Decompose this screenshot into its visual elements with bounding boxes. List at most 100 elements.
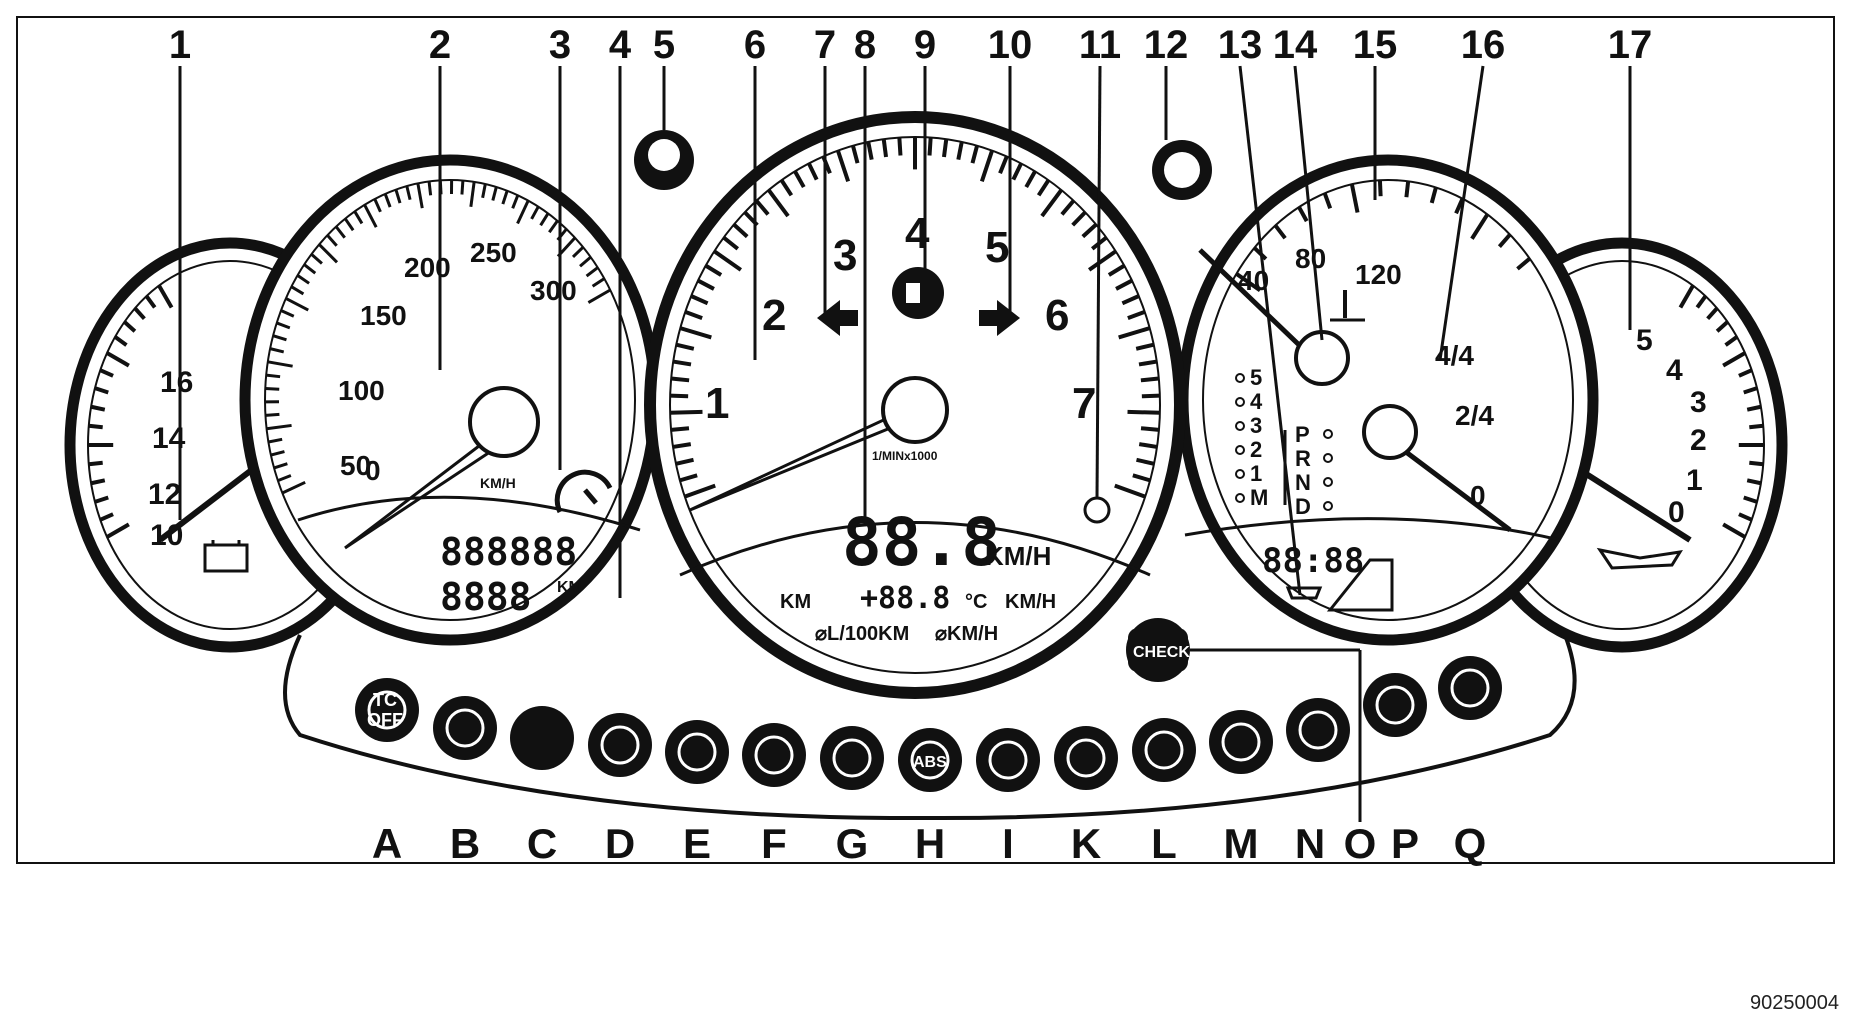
fuel-hub — [1364, 406, 1416, 458]
gauge-tick — [1139, 444, 1157, 447]
callout-M: M — [1224, 820, 1259, 867]
callout-14: 14 — [1273, 23, 1318, 67]
speed-unit: KM/H — [480, 475, 516, 491]
callout-2: 2 — [429, 23, 451, 67]
tach-tick-7: 7 — [1072, 379, 1096, 428]
callout-7: 7 — [814, 23, 836, 67]
clock-display: 88:88 — [1262, 541, 1364, 581]
warning-light-D — [588, 713, 652, 777]
figure-number: 90250004 — [1750, 992, 1839, 1015]
callout-A: A — [372, 820, 402, 867]
callout-1: 1 — [169, 23, 191, 67]
auto-position-label: P — [1295, 422, 1310, 447]
gauge-tick — [1749, 463, 1763, 464]
gauge-tick — [673, 444, 691, 447]
gauge-tick — [930, 138, 931, 156]
gauge-tick — [265, 414, 279, 415]
main-display-unit: KM/H — [985, 541, 1051, 571]
trip-display: 8888 — [440, 575, 532, 619]
tach-tick-3: 3 — [833, 231, 857, 280]
callout-E: E — [683, 820, 711, 867]
callout-N: N — [1295, 820, 1325, 867]
speed-hub — [470, 388, 538, 456]
callout-H: H — [915, 820, 945, 867]
info-speed-unit: KM/H — [1005, 591, 1056, 613]
speed-tick-50: 50 — [340, 450, 371, 481]
callout-13: 13 — [1218, 23, 1263, 67]
speedometer: 0 50 100 150 200 250 300 KM/H 888888 888… — [245, 160, 655, 640]
gauge-tick — [944, 139, 946, 157]
gauge-tick — [1380, 180, 1381, 196]
oil-tick-3: 3 — [1690, 386, 1707, 419]
abs-text: ABS — [913, 754, 947, 771]
warning-light-C — [510, 706, 574, 770]
callout-5: 5 — [653, 23, 675, 67]
gauge-tick — [671, 428, 689, 430]
auto-position-label: D — [1295, 494, 1311, 519]
warning-light-K — [1054, 726, 1118, 790]
callout-F: F — [761, 820, 787, 867]
gear-label: 5 — [1250, 365, 1262, 390]
gear-label: 4 — [1250, 389, 1263, 414]
gearshift-indicator — [1085, 498, 1109, 522]
callout-6: 6 — [744, 23, 766, 67]
info-temp-unit: °C — [965, 591, 987, 613]
tach-tick-2: 2 — [762, 291, 786, 340]
warning-light-M — [1209, 710, 1273, 774]
callout-G: G — [836, 820, 869, 867]
warning-light-B — [433, 696, 497, 760]
tach-tick-1: 1 — [705, 379, 729, 428]
warning-light-Q — [1438, 656, 1502, 720]
gauge-tick — [884, 139, 886, 157]
oil-tick-2: 2 — [1690, 424, 1707, 457]
gauge-tick — [1747, 407, 1761, 410]
gauge-tick — [462, 181, 463, 195]
gauge-tick — [91, 407, 105, 410]
speed-tick-250: 250 — [470, 237, 517, 268]
gauge-tick — [265, 388, 279, 389]
fuel-tick-2-4: 2/4 — [1455, 400, 1494, 431]
speed-tick-150: 150 — [360, 300, 407, 331]
gauge-tick — [899, 138, 900, 156]
info-range-label: KM — [780, 591, 811, 613]
callout-16: 16 — [1461, 23, 1506, 67]
gear-label: 1 — [1250, 461, 1262, 486]
callout-11: 11 — [1079, 23, 1121, 67]
gauge-tick — [91, 480, 105, 483]
gauge-tick — [89, 426, 103, 427]
gauge-tick — [1141, 428, 1159, 430]
warning-light-L — [1132, 718, 1196, 782]
tc-off-text: TC — [373, 690, 397, 710]
callout-K: K — [1071, 820, 1101, 867]
info-value: +88.8 — [860, 581, 950, 616]
gear-label: 2 — [1250, 437, 1262, 462]
oil-tick-5: 5 — [1636, 324, 1653, 357]
warning-light-E — [665, 720, 729, 784]
callout-4: 4 — [609, 23, 632, 67]
gear-label: M — [1250, 485, 1268, 510]
speed-tick-300: 300 — [530, 275, 577, 306]
callout-I: I — [1002, 820, 1014, 867]
callout-15: 15 — [1353, 23, 1398, 67]
gear-label: 3 — [1250, 413, 1262, 438]
auto-position-label: N — [1295, 470, 1311, 495]
warning-light-P — [1363, 673, 1427, 737]
callout-3: 3 — [549, 23, 571, 67]
gauge-tick — [1747, 480, 1761, 483]
gauge-tick — [429, 181, 431, 195]
tach-tick-5: 5 — [985, 223, 1009, 272]
gauge-tick — [1128, 412, 1160, 413]
callout-O: O — [1344, 820, 1377, 867]
volt-tick-16: 16 — [160, 366, 193, 399]
callout-C: C — [527, 820, 557, 867]
callout-L: L — [1151, 820, 1177, 867]
avg-speed-label: ⌀KM/H — [935, 623, 998, 645]
callout-12: 12 — [1144, 23, 1189, 67]
speed-tick-100: 100 — [338, 375, 385, 406]
gauge-tick — [1749, 426, 1763, 427]
odometer-display: 888888 — [440, 530, 577, 574]
tach-tick-6: 6 — [1045, 291, 1069, 340]
gauge-tick — [89, 463, 103, 464]
